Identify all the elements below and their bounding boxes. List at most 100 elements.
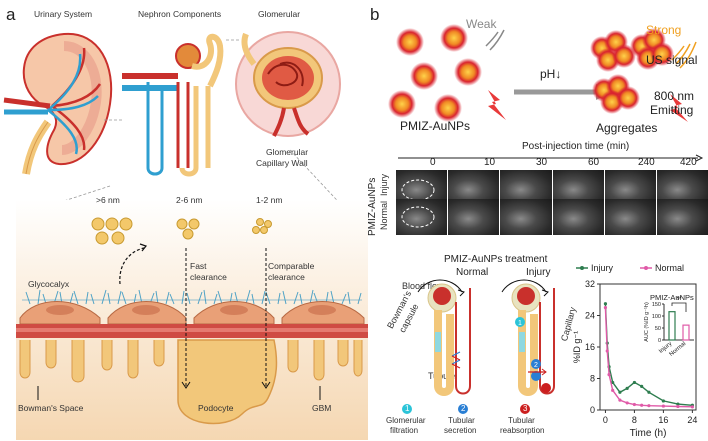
treatment-injury: Injury	[526, 267, 551, 278]
x-tick-label: 24	[687, 415, 697, 425]
data-point	[640, 384, 644, 388]
title-glomerular: Glomerular	[258, 9, 301, 19]
legend-bubble-reabsorption	[520, 404, 530, 414]
data-point	[625, 386, 629, 390]
label-800nm: 800 nm	[654, 89, 695, 103]
label-strong: Strong	[646, 23, 682, 37]
data-point	[676, 402, 680, 406]
label-fast-clearance-1: Fast	[190, 261, 207, 271]
y-axis-label: %ID g⁻¹	[572, 331, 582, 363]
data-point	[632, 380, 637, 385]
us-row-label-injury: Injury	[379, 173, 389, 196]
data-point	[661, 404, 665, 408]
inset-bar	[668, 311, 676, 341]
inset-y-tick-label: 100	[652, 314, 661, 320]
panel-a-letter: a	[6, 5, 16, 24]
size-medium: 2-6 nm	[176, 195, 203, 205]
data-point	[632, 402, 637, 407]
nanoparticles-dispersed	[388, 24, 506, 122]
time-tick: 30	[536, 157, 548, 168]
label-aggregates: Aggregates	[596, 121, 658, 135]
title-nephron-components: Nephron Components	[138, 9, 222, 19]
label-pmiz-aunps: PMIZ-AuNPs	[400, 119, 471, 133]
label-ph: pH↓	[540, 67, 562, 81]
process-legend: 1 Glomerular filtration 2 Tubular secret…	[384, 404, 574, 440]
data-point	[661, 399, 665, 403]
legend-num: 3	[523, 404, 528, 413]
us-image	[656, 199, 708, 235]
us-image	[448, 199, 500, 235]
data-point	[611, 380, 615, 385]
significance-bracket	[671, 302, 687, 312]
capillary-wall-section	[16, 200, 368, 440]
legend-label: Injury	[591, 263, 614, 273]
panel-b: b	[370, 0, 708, 441]
legend-num: 2	[461, 404, 466, 413]
inset-bar	[682, 324, 690, 341]
us-side-label: PMIZ-AuNPs	[367, 177, 378, 236]
inset-title: PMIZ-AuNPs	[650, 293, 694, 302]
us-image	[396, 199, 448, 235]
x-axis-label: Time (h)	[630, 428, 667, 439]
label-us-signal: US signal	[646, 53, 698, 67]
inset-y-tick-label: 150	[652, 302, 661, 308]
size-small: 1-2 nm	[256, 195, 283, 205]
time-axis-arrow	[398, 154, 704, 162]
panel-a: a Urinary System Nephron Components Glom…	[3, 5, 368, 440]
us-row-normal	[396, 199, 708, 235]
kidney-illustration	[3, 32, 113, 175]
data-point	[625, 401, 629, 405]
data-point	[690, 405, 694, 409]
data-point	[618, 390, 622, 394]
capillary-wall-line1: Glomerular	[266, 147, 309, 157]
glomerulus-illustration	[235, 31, 341, 137]
zoom-lines	[29, 39, 349, 213]
label-weak: Weak	[466, 17, 497, 31]
data-point	[647, 390, 651, 394]
data-point	[605, 349, 609, 353]
significance-label: **	[676, 296, 682, 303]
legend-label: Normal	[655, 263, 684, 273]
legend-text: Tubular	[448, 416, 475, 425]
label-comparable-clearance-1: Comparable	[268, 261, 315, 271]
data-point	[611, 388, 615, 392]
label-bowmans-space: Bowman's Space	[18, 403, 84, 413]
us-row-label-normal: Normal	[379, 200, 389, 230]
data-point	[618, 398, 622, 402]
inset-y-tick-label: 0	[658, 338, 661, 344]
data-point	[676, 404, 680, 409]
data-point	[607, 372, 611, 377]
legend-bubble-filtration	[402, 404, 412, 414]
us-image	[552, 199, 604, 235]
y-tick-label: 32	[585, 279, 595, 289]
time-tick: 10	[484, 157, 496, 168]
x-tick-label: 16	[658, 415, 668, 425]
label-fast-clearance-2: clearance	[190, 272, 227, 282]
data-point	[603, 302, 608, 306]
weak-signal-icon	[485, 29, 505, 51]
legend-text: filtration	[390, 426, 419, 435]
label-glycocalyx: Glycocalyx	[28, 279, 70, 289]
legend-num: 1	[405, 404, 410, 413]
x-tick-label: 8	[632, 415, 637, 425]
x-tick-label: 0	[603, 415, 608, 425]
size-large: >6 nm	[96, 195, 120, 205]
svg-text:1: 1	[518, 320, 522, 327]
us-image	[604, 199, 656, 235]
us-title: Post-injection time (min)	[522, 141, 630, 152]
legend-text: secretion	[444, 426, 477, 435]
y-tick-label: 24	[585, 311, 595, 321]
time-tick: 420	[680, 157, 697, 168]
legend-bubble-secretion	[458, 404, 468, 414]
time-tick: 240	[638, 157, 655, 168]
data-point	[640, 403, 644, 407]
nanoparticle-aggregates	[590, 28, 688, 122]
data-point	[647, 404, 651, 408]
us-image	[500, 199, 552, 235]
time-ticks: 0 10 30 60 240 420	[398, 158, 708, 170]
time-tick: 60	[588, 157, 600, 168]
y-tick-label: 8	[590, 374, 595, 384]
legend-text: Tubular	[508, 416, 535, 425]
nephron-illustration	[122, 33, 224, 177]
